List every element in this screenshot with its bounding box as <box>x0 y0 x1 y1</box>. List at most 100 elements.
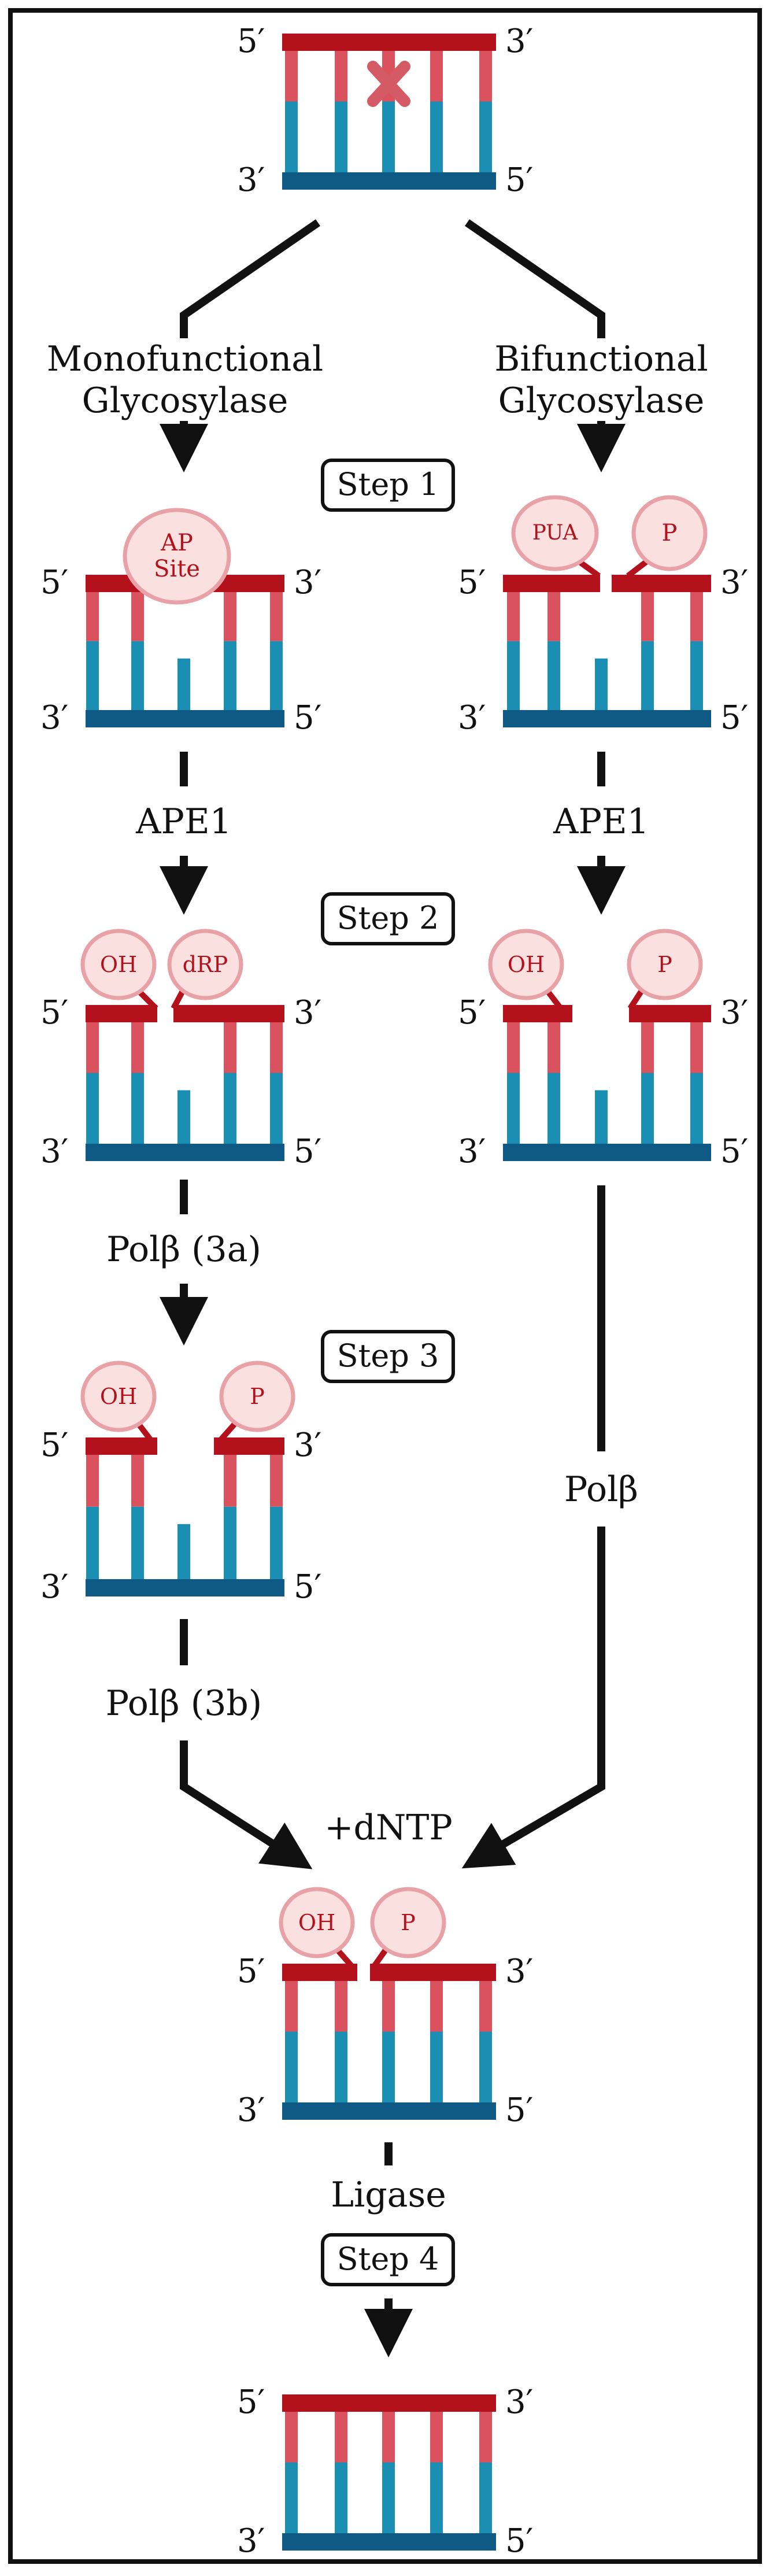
oh-group-nick-circle <box>279 1887 355 1958</box>
dna-oh-drp-rung-top-0 <box>86 1013 99 1073</box>
figure-frame <box>8 8 762 2564</box>
dna-filled-nick-bottom-right-end: 5′ <box>505 2091 534 2129</box>
dna-oh-p-left-rung-top-4 <box>270 1446 283 1507</box>
dna-damaged-rung-bottom-2 <box>382 101 395 175</box>
dna-oh-p-right-bottom-left-end: 3′ <box>458 1133 486 1170</box>
oh-group-left-3 <box>80 1361 157 1443</box>
dntp-label: +dNTP <box>324 1808 453 1848</box>
arrow-to-bifunctional <box>465 219 605 338</box>
drp-group <box>167 929 243 1010</box>
oh-group-right-2-circle <box>488 929 564 1000</box>
dna-pua-p-rung-bottom-3 <box>641 641 654 712</box>
oh-group-right-2 <box>488 929 564 1011</box>
step-1-box: Step 1 <box>321 459 455 512</box>
dna-oh-drp-rung-bottom-2 <box>177 1090 190 1146</box>
dna-pua-p-rung-top-1 <box>547 583 560 641</box>
dna-repaired-rung-bottom-4 <box>479 2462 492 2536</box>
pathway-arrows <box>160 219 626 2357</box>
dna-oh-p-right-rung-bottom-1 <box>547 1073 560 1146</box>
dna-repaired-rung-bottom-1 <box>335 2462 347 2536</box>
dna-pua-p-rung-top-4 <box>690 583 703 641</box>
dna-ap-site-rung-top-0 <box>86 583 99 641</box>
dna-filled-nick-rung-top-3 <box>430 1972 443 2032</box>
p-group-nick-circle <box>370 1887 446 1958</box>
dna-filled-nick-top-left-end: 5′ <box>237 1953 265 1990</box>
dna-oh-p-right-top-right-end: 3′ <box>720 994 749 1032</box>
ap-site-group <box>123 508 231 605</box>
dna-oh-p-right-top-backbone-0 <box>503 1005 572 1022</box>
dna-ap-site-bottom-left-end: 3′ <box>40 699 69 737</box>
dna-filled-nick-rung-top-1 <box>335 1972 347 2032</box>
dna-pua-p-rung-top-0 <box>507 583 520 641</box>
oh-group-nick <box>279 1887 355 1969</box>
dna-ap-site-rung-bottom-1 <box>131 641 144 712</box>
p-group-nick-label: P <box>401 1909 416 1935</box>
dna-damaged-rung-bottom-1 <box>335 101 347 175</box>
dna-pua-p-top-backbone-0 <box>503 575 600 592</box>
ap-site-group-circle <box>123 508 231 605</box>
dna-ap-site-rung-top-4 <box>270 583 283 641</box>
dna-oh-p-left-top-left-end: 5′ <box>40 1426 69 1464</box>
dna-filled-nick-bottom-left-end: 3′ <box>237 2091 265 2129</box>
dna-oh-p-left-rung-bottom-1 <box>131 1506 144 1581</box>
dna-filled-nick-bottom-backbone <box>282 2102 496 2120</box>
dna-filled-nick-rung-top-2 <box>382 1972 395 2032</box>
arrow-polb-right <box>461 1527 605 1869</box>
pua-group-tether <box>576 558 601 579</box>
drp-group-label: dRP <box>182 951 228 977</box>
dna-damaged-rung-top-3 <box>430 42 443 102</box>
dna-repaired-rung-bottom-0 <box>285 2462 298 2536</box>
dna-oh-drp-rung-top-3 <box>224 1013 236 1073</box>
dna-oh-drp-rung-bottom-0 <box>86 1073 99 1146</box>
dna-filled-nick <box>282 1964 496 2120</box>
dna-oh-p-right-top-backbone-1 <box>629 1005 711 1022</box>
bifunctional-glycosylase-label: Bifunctional Glycosylase <box>494 339 708 421</box>
oh-group-left-3-label: OH <box>99 1383 138 1409</box>
dna-pua-p-bottom-left-end: 3′ <box>458 699 486 737</box>
dna-repaired-rung-top-2 <box>382 2403 395 2463</box>
dna-filled-nick-rung-bottom-3 <box>430 2031 443 2105</box>
dna-oh-p-right-rung-top-3 <box>641 1013 654 1073</box>
dna-oh-p-left-rung-top-0 <box>86 1446 99 1507</box>
dna-repaired-rung-bottom-3 <box>430 2462 443 2536</box>
dna-ap-site-rung-top-3 <box>224 583 236 641</box>
dna-filled-nick-rung-bottom-2 <box>382 2031 395 2105</box>
p-group-right-2 <box>627 929 703 1010</box>
dna-damaged-bottom-backbone <box>282 172 496 190</box>
p-group-right-2-circle <box>627 929 703 1000</box>
p-group-right-1 <box>626 495 708 578</box>
p-group-right-1-label: P <box>661 519 678 546</box>
p-group-left-3-label: P <box>250 1383 265 1409</box>
step-3-box: Step 3 <box>321 1330 455 1383</box>
oh-group-left-2 <box>80 929 158 1011</box>
dna-damaged <box>282 34 496 190</box>
dna-damaged-rung-top-0 <box>285 42 298 102</box>
drp-group-circle <box>167 929 243 1000</box>
dna-oh-drp-bottom-left-end: 3′ <box>40 1133 69 1170</box>
dna-oh-p-left-top-right-end: 3′ <box>294 1426 322 1464</box>
monofunctional-glycosylase-label: Monofunctional Glycosylase <box>46 339 324 421</box>
p-group-right-2-tether <box>627 987 646 1010</box>
damage-x-icon <box>367 61 410 107</box>
dna-oh-drp-top-backbone-0 <box>86 1005 157 1022</box>
oh-group-left-2-circle <box>80 929 157 1000</box>
dna-oh-p-right-rung-bottom-3 <box>641 1073 654 1146</box>
dna-oh-p-right-top-left-end: 5′ <box>458 994 486 1032</box>
dna-oh-drp-rung-top-1 <box>131 1013 144 1073</box>
dna-filled-nick-rung-top-4 <box>479 1972 492 2032</box>
dna-ap-site-rung-bottom-4 <box>270 641 283 712</box>
dna-ap-site-rung-bottom-2 <box>177 658 190 712</box>
dna-repaired-top-backbone-0 <box>282 2394 496 2412</box>
dna-ap-site-bottom-right-end: 5′ <box>294 699 322 737</box>
dna-oh-p-right <box>503 1005 711 1161</box>
dna-damaged-top-backbone-0 <box>282 34 496 51</box>
dna-ap-site-top-right-end: 3′ <box>294 564 322 601</box>
dna-oh-p-left-rung-bottom-4 <box>270 1506 283 1581</box>
dna-pua-p <box>503 575 711 727</box>
ape1-right-label: APE1 <box>553 801 649 842</box>
dna-pua-p-rung-bottom-1 <box>547 641 560 712</box>
dna-filled-nick-top-backbone-1 <box>370 1964 496 1981</box>
ape1-left-label: APE1 <box>136 801 232 842</box>
dna-repaired-top-left-end: 5′ <box>237 2383 265 2421</box>
step-4-box: Step 4 <box>321 2233 455 2286</box>
